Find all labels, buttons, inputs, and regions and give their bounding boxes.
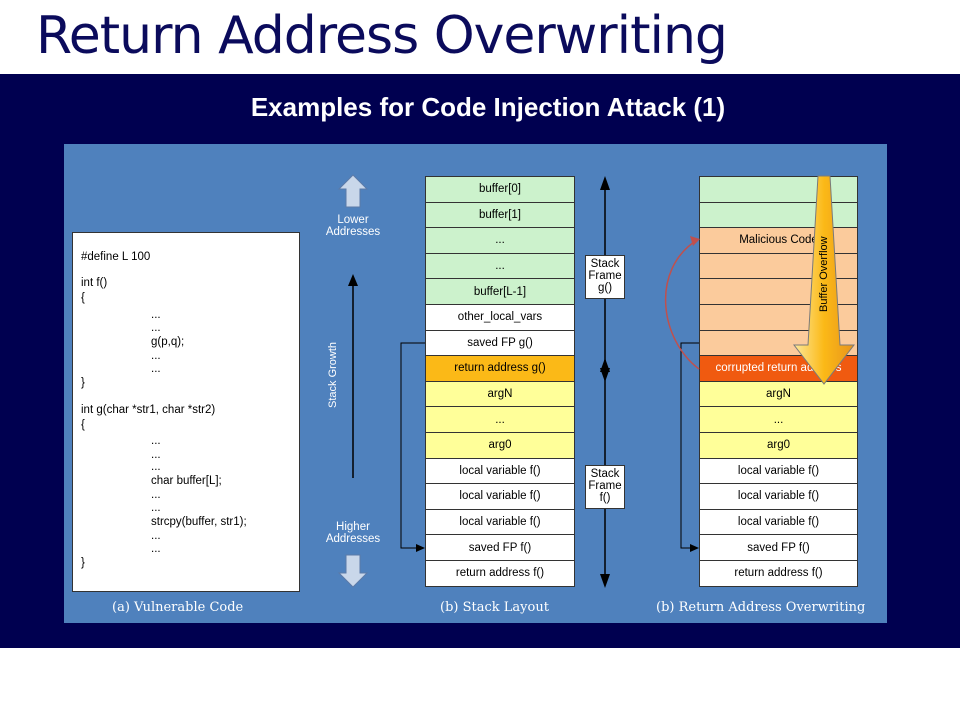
code-line: ... xyxy=(151,543,161,555)
stack-cell: arg0 xyxy=(699,432,858,459)
stack-cell: other_local_vars xyxy=(425,304,575,331)
down-arrow-icon xyxy=(337,554,369,588)
stack-cell: argN xyxy=(425,380,575,408)
vulnerable-code-box: #define L 100 int f() { ... ... g(p,q); … xyxy=(72,232,300,592)
buffer-overflow-label: Buffer Overflow xyxy=(818,236,830,312)
up-arrow-icon xyxy=(337,174,369,208)
code-line: ... xyxy=(151,530,161,542)
stack-cell: ... xyxy=(425,252,575,280)
code-line: ... xyxy=(151,322,161,334)
code-line: char buffer[L]; xyxy=(151,475,222,487)
jump-arrow xyxy=(665,239,700,370)
buffer-overflow-arrow xyxy=(792,175,856,385)
stack-cell: return address f() xyxy=(425,560,575,587)
code-line: } xyxy=(81,377,85,389)
caption-vulnerable-code: (a) Vulnerable Code xyxy=(112,600,244,615)
caption-stack-layout: (b) Stack Layout xyxy=(440,600,549,615)
stack-cell: return address g() xyxy=(425,355,575,382)
caption-return-address-overwriting: (b) Return Address Overwriting xyxy=(656,600,866,615)
slide-subtitle: Examples for Code Injection Attack (1) xyxy=(250,92,726,122)
stack-cell: local variable f() xyxy=(425,457,575,485)
code-line: ... xyxy=(151,363,161,375)
stack-cell: saved FP f() xyxy=(699,534,858,561)
code-line: ... xyxy=(151,449,161,461)
code-line: ... xyxy=(151,461,161,473)
code-line: ... xyxy=(151,502,161,514)
code-line: g(p,q); xyxy=(151,336,185,348)
stack-cell: buffer[0] xyxy=(425,176,575,203)
stack-cell: saved FP g() xyxy=(425,329,575,357)
code-line: ... xyxy=(151,309,161,321)
stack-cell: local variable f() xyxy=(699,483,858,510)
code-line: int g(char *str1, char *str2) xyxy=(81,404,216,416)
code-line: ... xyxy=(151,489,161,501)
stack-cell: return address f() xyxy=(699,560,858,587)
code-line: int f() xyxy=(81,277,108,289)
code-line: ... xyxy=(151,350,161,362)
stack-cell: buffer[1] xyxy=(425,201,575,229)
code-line: } xyxy=(81,557,85,569)
stack-cell: buffer[L-1] xyxy=(425,278,575,305)
code-line: #define L 100 xyxy=(81,251,151,263)
stack-cell: ... xyxy=(699,406,858,433)
stack-cell: arg0 xyxy=(425,432,575,459)
code-line: { xyxy=(81,419,85,431)
slide-title: Return Address Overwriting xyxy=(36,6,728,66)
code-line: strcpy(buffer, str1); xyxy=(151,516,247,528)
code-line: { xyxy=(81,292,85,304)
code-line: ... xyxy=(151,435,161,447)
